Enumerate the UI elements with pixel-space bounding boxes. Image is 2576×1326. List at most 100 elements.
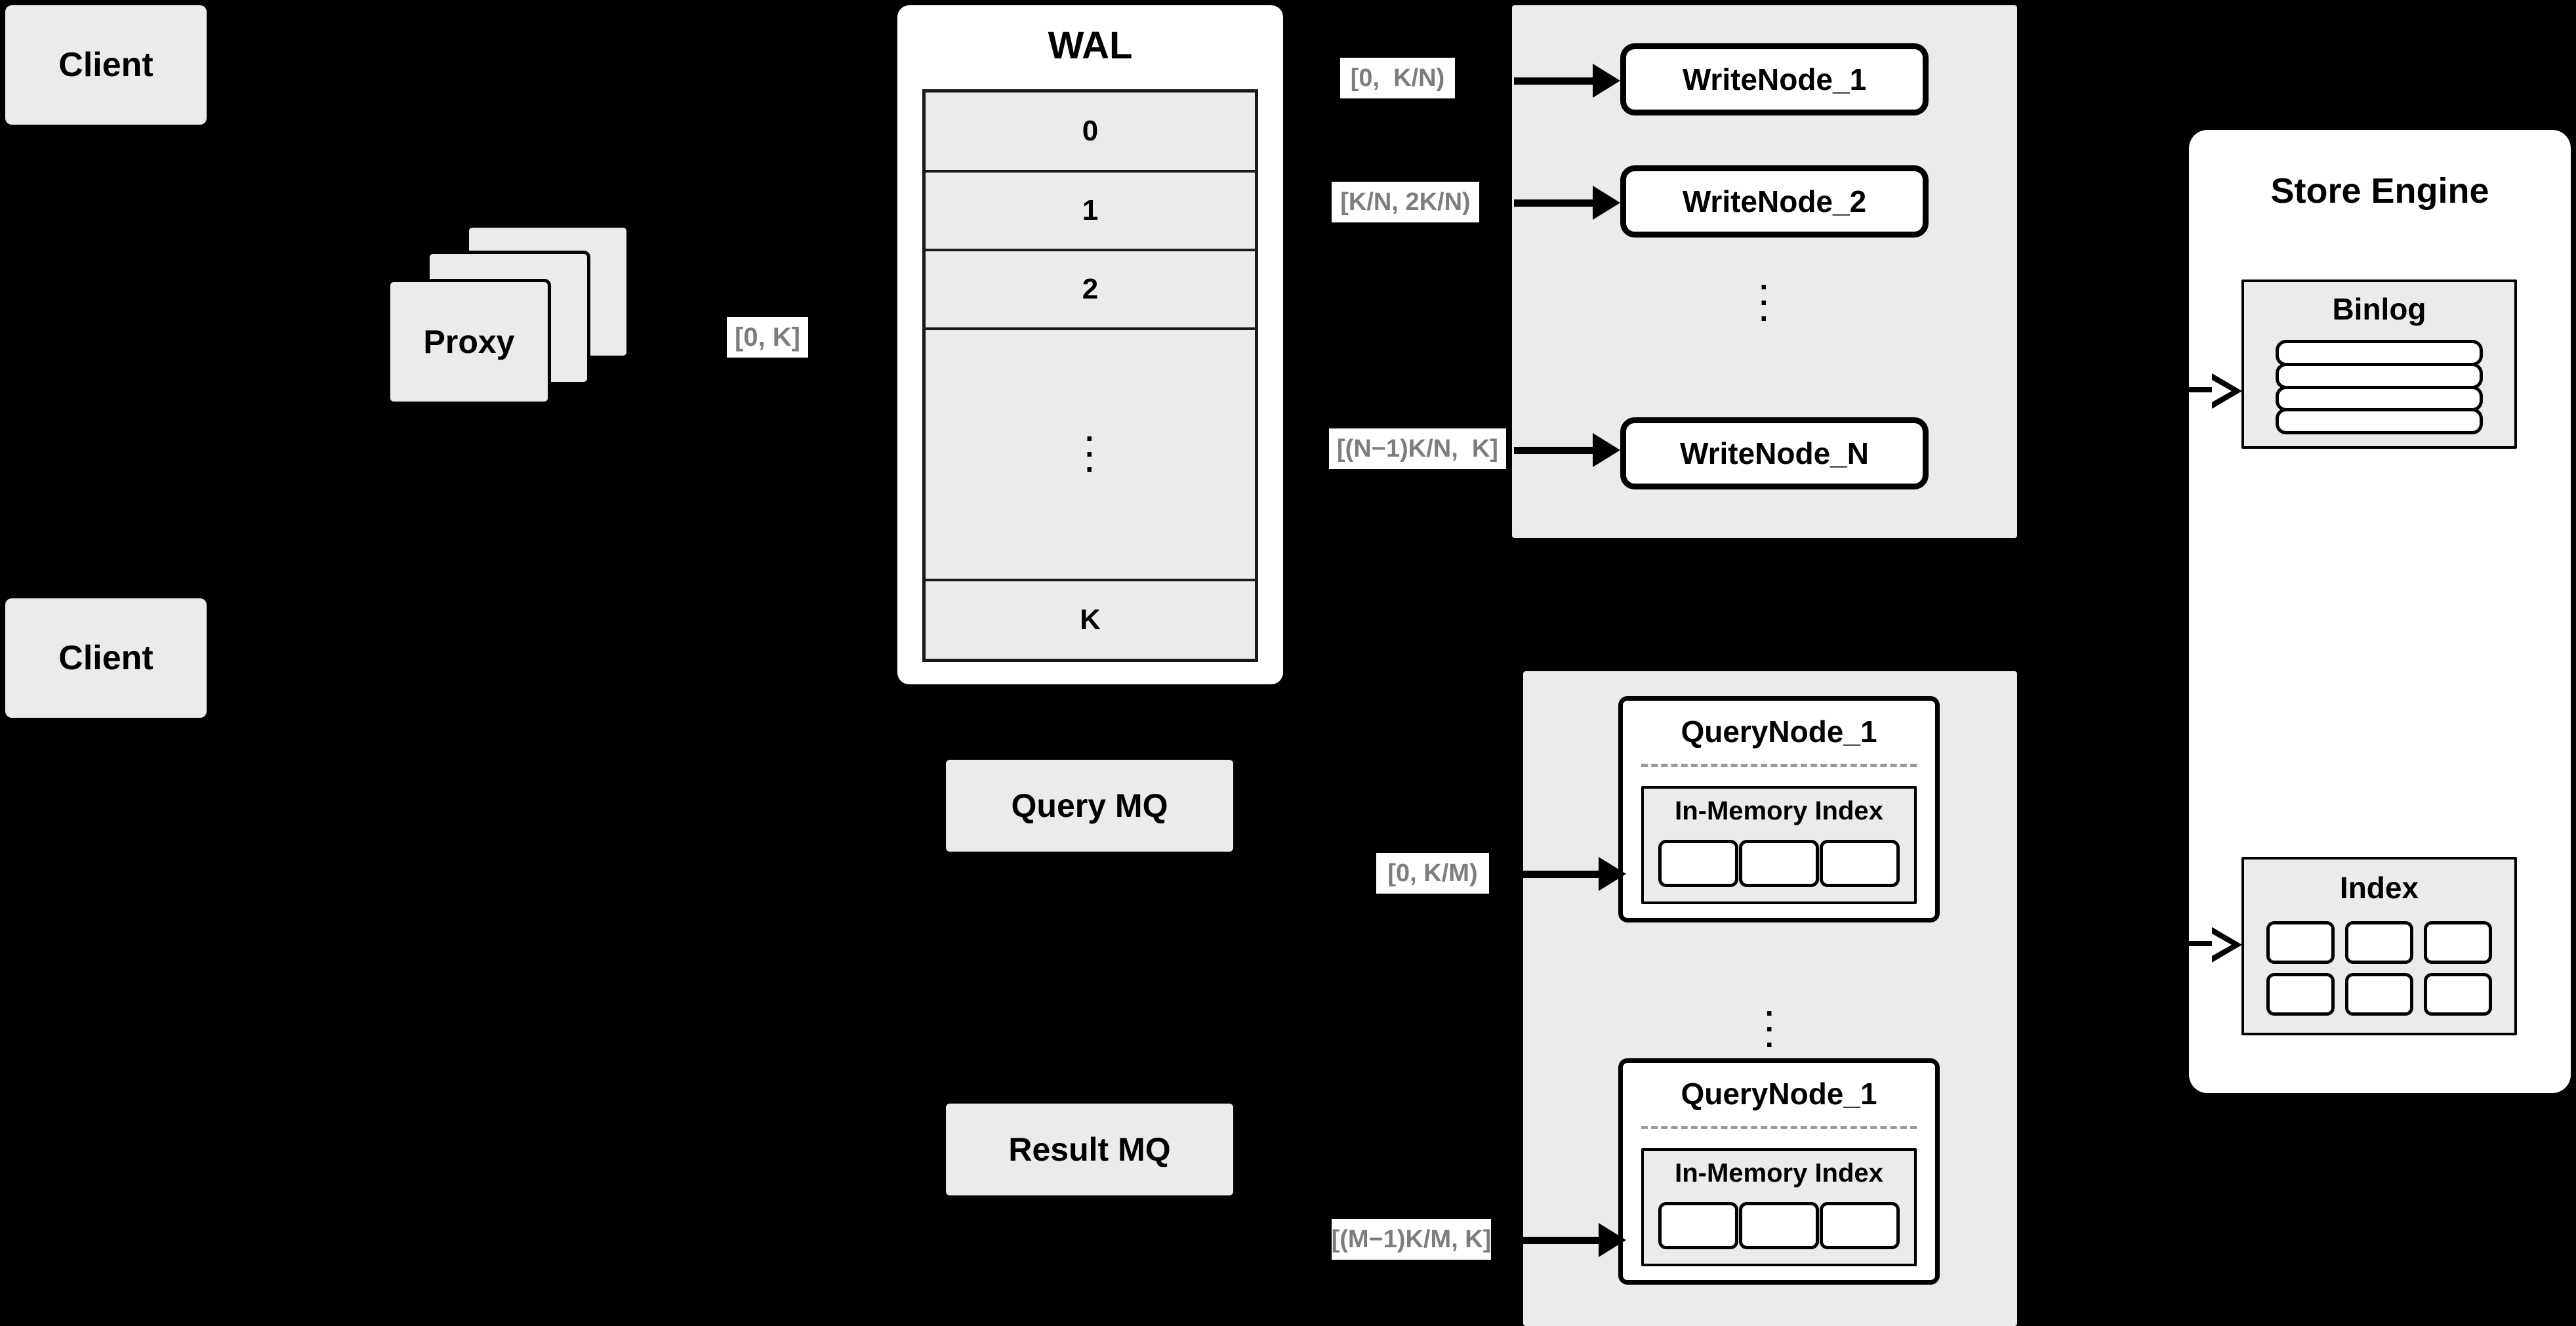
index-segment[interactable]: [1819, 1202, 1900, 1249]
client-box-1[interactable]: Client: [5, 5, 207, 125]
arrow-head-hollow-fill: [2212, 934, 2232, 956]
in-memory-index-label: In-Memory Index: [1675, 1159, 1883, 1188]
index-segment[interactable]: [1819, 840, 1900, 887]
in-memory-index-panel: In-Memory Index: [1641, 786, 1917, 904]
index-cell[interactable]: [2345, 921, 2413, 964]
query-node-divider: [1641, 764, 1917, 767]
query-range-label-m: [(M−1)K/M, K]: [1332, 1219, 1491, 1260]
proxy-range-text: [0, K]: [735, 322, 800, 352]
client-label: Client: [58, 46, 153, 84]
write-range-label-2: [K/N, 2K/N): [1332, 182, 1479, 222]
index-segment-row: [1658, 1202, 1900, 1249]
proxy-label: Proxy: [423, 323, 515, 360]
store-engine-title: Store Engine: [2270, 171, 2489, 211]
query-node-title: QueryNode_1: [1681, 1077, 1877, 1111]
arrow-head: [1593, 186, 1620, 220]
arrow-shaft: [1514, 77, 1598, 85]
query-range-text: [(M−1)K/M, K]: [1331, 1225, 1492, 1253]
index-grid: [2266, 921, 2492, 1016]
wal-ellipsis-dots: · · ·: [1085, 421, 1095, 487]
index-segment[interactable]: [1658, 840, 1739, 887]
arrow-head-hollow-fill: [2212, 380, 2232, 402]
write-node-n[interactable]: WriteNode_N: [1620, 417, 1929, 489]
store-engine-container: Store Engine Binlog Index: [2189, 130, 2571, 1093]
arrow-shaft: [1514, 447, 1598, 454]
arrow-to-binlog: [2184, 373, 2263, 409]
arrow-to-write-node-1: [1514, 64, 1624, 98]
wal-row[interactable]: 1: [926, 173, 1255, 251]
wal-row[interactable]: 0: [926, 93, 1255, 173]
wal-row-label: K: [1080, 604, 1101, 636]
index-segment[interactable]: [1738, 840, 1819, 887]
write-cluster-ellipsis: · · ·: [1759, 270, 1770, 335]
write-node-label: WriteNode_2: [1682, 184, 1867, 218]
write-range-label-1: [0, K/N): [1340, 58, 1455, 98]
wal-row[interactable]: 2: [926, 251, 1255, 330]
wal-row-label: 1: [1082, 194, 1099, 226]
query-node-2[interactable]: QueryNode_1 In-Memory Index: [1618, 1058, 1940, 1285]
query-node-title: QueryNode_1: [1681, 715, 1877, 749]
wal-row[interactable]: K: [926, 581, 1255, 659]
binlog-panel: Binlog: [2241, 280, 2517, 449]
write-range-label-n: [(N−1)K/N, K]: [1329, 428, 1506, 469]
index-cell[interactable]: [2424, 973, 2492, 1016]
index-cell[interactable]: [2266, 973, 2335, 1016]
arrow-to-write-node-n: [1514, 433, 1624, 467]
arrow-to-query-node-1: [1502, 857, 1633, 891]
query-range-label-1: [0, K/M): [1376, 853, 1489, 894]
query-node-1[interactable]: QueryNode_1 In-Memory Index: [1618, 696, 1940, 922]
query-mq-box[interactable]: Query MQ: [946, 760, 1233, 852]
in-memory-index-label: In-Memory Index: [1675, 797, 1883, 825]
query-mq-label: Query MQ: [1011, 787, 1168, 824]
wal-row-ellipsis: · · ·: [926, 330, 1255, 581]
index-cell[interactable]: [2345, 973, 2413, 1016]
arrow-to-write-node-2: [1514, 186, 1624, 220]
index-panel: Index: [2241, 857, 2517, 1035]
index-segment[interactable]: [1738, 1202, 1819, 1249]
arrow-shaft: [1502, 1237, 1604, 1244]
client-box-2[interactable]: Client: [5, 598, 207, 718]
write-range-text: [(N−1)K/N, K]: [1337, 434, 1498, 463]
write-node-label: WriteNode_1: [1682, 62, 1867, 96]
arrow-head: [1599, 857, 1626, 891]
query-cluster-panel: QueryNode_1 In-Memory Index · · · QueryN…: [1523, 671, 2017, 1326]
arrow-to-query-node-2: [1502, 1223, 1633, 1257]
index-segment[interactable]: [1658, 1202, 1739, 1249]
binlog-row[interactable]: [2276, 408, 2483, 434]
binlog-rows: [2276, 340, 2483, 434]
write-node-2[interactable]: WriteNode_2: [1620, 165, 1929, 238]
proxy-stack[interactable]: Proxy: [380, 217, 669, 426]
client-label: Client: [58, 639, 153, 677]
query-cluster-ellipsis: · · ·: [1765, 996, 1776, 1062]
write-node-1[interactable]: WriteNode_1: [1620, 43, 1929, 115]
wal-table: 0 1 2 · · · K: [922, 89, 1258, 662]
arrow-shaft: [1502, 871, 1604, 878]
arrow-shaft: [1514, 199, 1598, 207]
index-label: Index: [2339, 871, 2419, 905]
result-mq-label: Result MQ: [1008, 1131, 1171, 1168]
arrow-head: [1593, 64, 1620, 98]
arrow-shaft: [2184, 387, 2216, 392]
index-cell[interactable]: [2424, 921, 2492, 964]
index-segment-row: [1658, 840, 1900, 887]
binlog-row[interactable]: [2276, 340, 2483, 366]
write-range-text: [0, K/N): [1350, 64, 1445, 92]
arrow-to-index: [2184, 926, 2263, 963]
index-cell[interactable]: [2266, 921, 2335, 964]
write-range-text: [K/N, 2K/N): [1340, 188, 1471, 216]
arrow-head: [1593, 433, 1620, 467]
arrow-shaft: [2184, 941, 2216, 946]
wal-title: WAL: [1048, 24, 1133, 67]
binlog-label: Binlog: [2332, 292, 2426, 326]
query-node-divider: [1641, 1126, 1917, 1129]
arrow-head: [1599, 1223, 1626, 1257]
proxy-range-label: [0, K]: [727, 317, 808, 358]
wal-row-label: 0: [1082, 115, 1099, 147]
write-node-label: WriteNode_N: [1680, 436, 1869, 470]
binlog-row[interactable]: [2276, 362, 2483, 389]
result-mq-box[interactable]: Result MQ: [946, 1104, 1233, 1195]
proxy-card-front[interactable]: Proxy: [387, 279, 551, 405]
in-memory-index-panel: In-Memory Index: [1641, 1148, 1917, 1266]
wal-row-label: 2: [1082, 273, 1099, 305]
